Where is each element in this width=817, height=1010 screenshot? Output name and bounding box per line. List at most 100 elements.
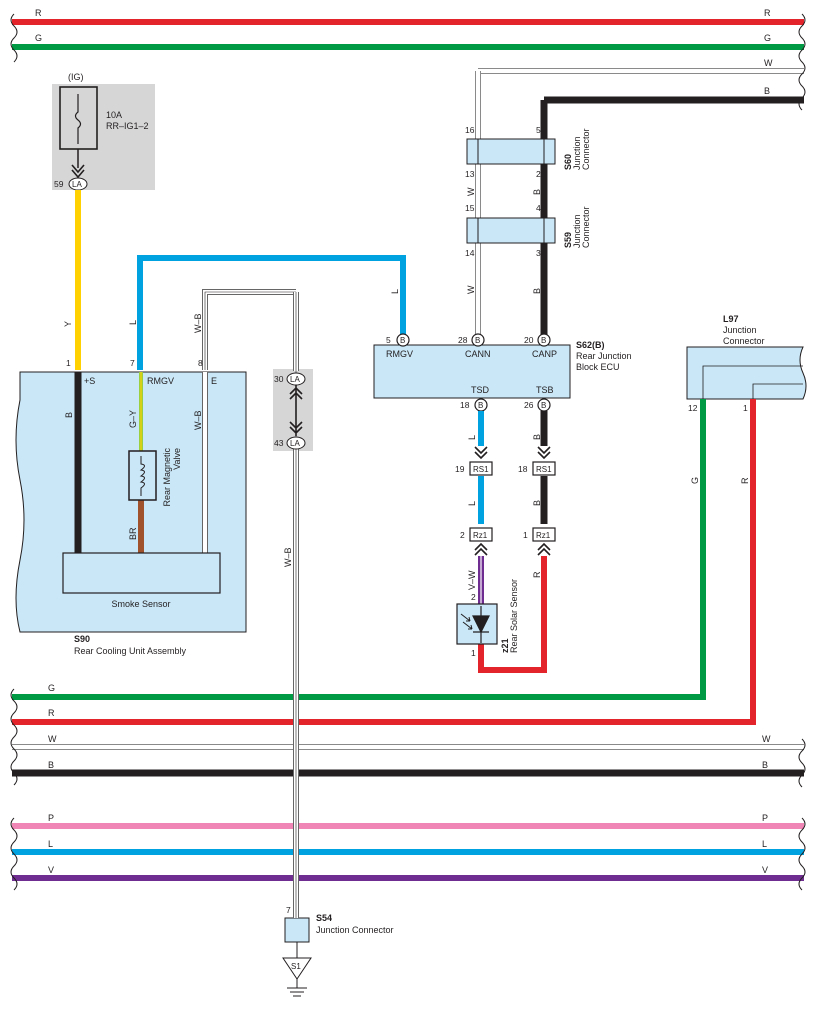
fuse-chevron (71, 164, 85, 179)
fuse-block: (IG) 10A RR–IG1–2 LA 59 (52, 72, 155, 191)
bus-break-left-top (10, 13, 18, 63)
s62-ecu: B B B 5 28 20 RMGV CANN CANP TSD TSB S62… (373, 333, 632, 412)
wire-label-b-low: B (532, 288, 542, 294)
wire-label-wb-s54: W–B (283, 547, 293, 567)
l97-label-2: Connector (723, 336, 765, 346)
ecu-name-2: Block ECU (576, 362, 620, 372)
s59-connector (466, 217, 556, 244)
bus-label-bottom-b-right: B (762, 760, 768, 770)
ecu-pin-20: 20 (524, 335, 534, 345)
bus-label-bottom-l-right: L (762, 839, 767, 849)
wire-label-w-low: W (466, 285, 476, 294)
wire-r-solar (478, 556, 547, 673)
bus-break-right-bottom-1 (798, 738, 806, 788)
rs1-connector-19 (469, 461, 493, 476)
smoke-sensor (62, 552, 221, 594)
solar-pin-2: 2 (471, 592, 476, 602)
s90-pin-label-rmgv: RMGV (147, 376, 174, 386)
s60-pin-13: 13 (465, 169, 475, 179)
l97-body (686, 346, 807, 400)
wire-label-gy: G–Y (128, 410, 138, 428)
bus-label-bottom-g: G (48, 683, 55, 693)
ecu-pin-28: 28 (458, 335, 468, 345)
s59-label-1: Junction (572, 214, 582, 248)
light-arrows-icon (460, 613, 473, 630)
s90-pin-label-s: +S (84, 376, 95, 386)
bus-label-bottom-p-right: P (762, 813, 768, 823)
rz1-label-1: Rz1 (536, 531, 551, 540)
s60-connector (466, 138, 556, 165)
s54-junction (284, 917, 310, 943)
bus-label-top-g-left: G (35, 33, 42, 43)
fuse-pin-59: 59 (54, 179, 64, 189)
ecu-label-canp: CANP (532, 349, 557, 359)
fuse-name: RR–IG1–2 (106, 121, 149, 131)
s60-pin-2: 2 (536, 169, 541, 179)
s90-id: S90 (74, 634, 90, 644)
la-pin-30: 30 (274, 374, 284, 384)
l97-id: L97 (723, 314, 739, 324)
rs1-pin-19: 19 (455, 464, 465, 474)
bus-break-left-bottom-1 (10, 688, 18, 786)
rear-magnetic-valve (128, 450, 157, 501)
s54-id: S54 (316, 913, 332, 923)
ground-label: S1 (291, 962, 301, 971)
s60-label-2: Connector (581, 128, 591, 170)
s90-pin-label-e: E (211, 376, 217, 386)
bus-label-top-w: W (764, 58, 773, 68)
bus-label-bottom-p-left: P (48, 813, 54, 823)
rs1-label-19: RS1 (473, 465, 489, 474)
rz1-pin-2: 2 (460, 530, 465, 540)
rz1-connector-2 (469, 527, 493, 542)
ecu-pin-26: 26 (524, 400, 534, 410)
wire-label-wb-top: W–B (193, 313, 203, 333)
fuse-element (74, 94, 82, 144)
la-connector-43 (286, 436, 306, 450)
bus-break-right-bottom-2 (798, 817, 806, 891)
ig-supply-label: (IG) (68, 72, 84, 82)
ecu-label-cann: CANN (465, 349, 491, 359)
top-bus: R R G G W B (10, 8, 806, 111)
ecu-conn-26-label: B (541, 401, 546, 410)
la-connector-group: LA 30 LA 43 W–B 7 S54 Junction Connector… (273, 292, 394, 997)
ecu-conn-5 (396, 333, 410, 347)
l97-pin-12: 12 (688, 403, 698, 413)
s90-name: Rear Cooling Unit Assembly (74, 646, 187, 656)
wire-label-br: BR (128, 527, 138, 540)
ecu-conn-18-label: B (478, 401, 483, 410)
bus-label-top-r-right: R (764, 8, 771, 18)
diode-icon (472, 606, 490, 643)
fuse-shade (52, 84, 155, 190)
bus-label-top-g-right: G (764, 33, 771, 43)
solar-id: z21 (500, 638, 510, 653)
wire-label-wb-internal: W–B (193, 410, 203, 430)
wire-label-g-l97: G (690, 477, 700, 484)
la-label-43: LA (290, 439, 300, 448)
s59-pin-4: 4 (536, 203, 541, 213)
ecu-conn-20 (537, 333, 551, 347)
wire-wb-e (202, 289, 296, 370)
wire-label-r-solar: R (532, 571, 542, 578)
l97-junction: L97 Junction Connector 12 1 G R (686, 314, 807, 722)
ground-symbol (287, 979, 307, 997)
ecu-conn-28 (471, 333, 485, 347)
ecu-id: S62(B) (576, 340, 605, 350)
ground-s1-icon (282, 957, 312, 980)
l97-pin-1: 1 (743, 403, 748, 413)
ecu-body (373, 344, 571, 399)
ecu-conn-5-label: B (400, 336, 405, 345)
wire-label-vw: V–W (467, 570, 477, 590)
s60-pin-16: 16 (465, 125, 475, 135)
s59-id: S59 (563, 232, 573, 248)
rs1-label-18: RS1 (536, 465, 552, 474)
s54-name: Junction Connector (316, 925, 394, 935)
ecu-label-tsb: TSB (536, 385, 554, 395)
valve-label-2: Valve (172, 448, 182, 470)
bottom-bus: G R W W B B P P L L V V (10, 683, 806, 918)
la-chevrons (289, 385, 303, 436)
rs1-pin-18: 18 (518, 464, 528, 474)
wire-l-rmgv (137, 255, 406, 370)
valve-coil-icon (139, 456, 145, 496)
wire-label-b-tsb: B (532, 434, 542, 440)
